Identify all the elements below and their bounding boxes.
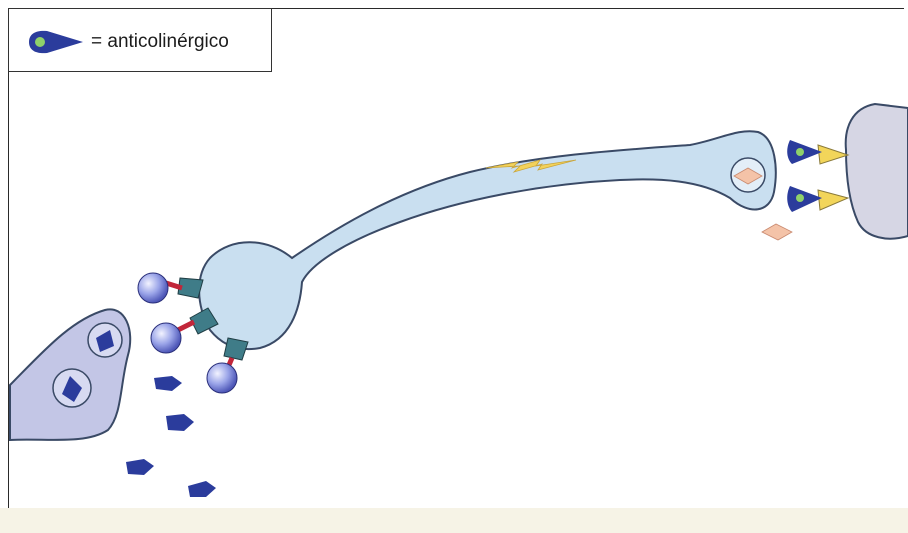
receptor-complex-1: [138, 273, 203, 303]
receptor-complex-2: [151, 308, 218, 353]
drug-molecule: [126, 459, 154, 475]
released-transmitter: [762, 224, 792, 240]
target-cell: [846, 104, 908, 239]
legend-box: = anticolinérgico: [8, 8, 272, 72]
anticholinergic-drug-icon: [27, 29, 85, 55]
released-drug-molecules: [126, 376, 216, 497]
drug-molecule: [154, 376, 182, 391]
drug-molecule: [166, 414, 194, 431]
axon-terminal-vesicle: [731, 158, 765, 192]
vesicle-with-drug-1: [88, 323, 122, 357]
postganglionic-neuron: [199, 131, 776, 349]
vesicle-with-drug-2: [53, 369, 91, 407]
drug-bound-receptor-1: [787, 140, 848, 164]
legend-label: = anticolinérgico: [91, 31, 229, 53]
drug-molecule: [188, 481, 216, 497]
drug-bound-receptor-2: [787, 186, 848, 212]
receptor-complex-3: [207, 338, 248, 393]
